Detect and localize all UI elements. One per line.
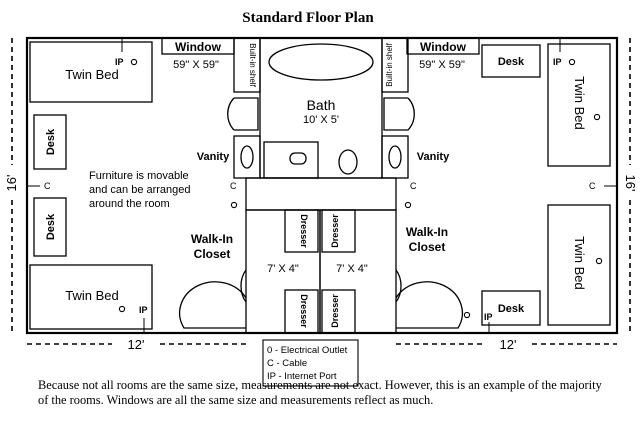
window-left-size: 59" X 59": [173, 59, 219, 71]
vanity-left-label: Vanity: [197, 151, 230, 163]
vanity-left-basin: [240, 145, 254, 169]
furniture-note-line-1: Furniture is movable: [89, 170, 189, 182]
twin-bed-bottom-right: [547, 204, 611, 326]
legend-electrical: 0 - Electrical Outlet: [267, 345, 348, 356]
dresser-left-top: [284, 209, 319, 253]
cable-label-hall-left: C: [230, 181, 237, 191]
hallway: [245, 177, 397, 211]
bathtub: [268, 43, 374, 81]
closet-left-label-2: Closet: [194, 247, 231, 261]
cable-label-left: C: [44, 181, 51, 191]
window-right-label: Window: [420, 40, 467, 54]
twin-bed-top-right: [547, 43, 611, 167]
legend-internet: IP - Internet Port: [267, 371, 337, 382]
dresser-left-bottom-label: Dresser: [299, 294, 309, 328]
furniture-note-line-2: and can be arranged: [89, 184, 191, 196]
twin-bed-bottom-right-label: Twin Bed: [572, 236, 587, 289]
window-right: Window: [406, 37, 480, 55]
bath-label: Bath: [307, 97, 336, 113]
dresser-left-top-label: Dresser: [299, 214, 309, 248]
door-swing-closet-left-inner: [240, 269, 247, 303]
sink-basin: [289, 152, 307, 165]
electrical-outlets: [118, 58, 603, 319]
desk-right-bottom-label: Desk: [498, 303, 525, 315]
ip-label-top-right: IP: [553, 57, 562, 67]
door-swing-upper-left: [227, 97, 259, 131]
built-in-shelf-left-label: Built-in shelf: [248, 43, 257, 87]
dimension-height-right: 16': [623, 175, 638, 192]
furniture-note-line-3: around the room: [89, 198, 170, 210]
bath-size: 10' X 5': [303, 114, 339, 126]
legend-box: [262, 339, 359, 387]
desk-left-upper: [33, 114, 67, 170]
dimension-lines: [11, 38, 631, 345]
desk-right-top-label: Desk: [498, 56, 525, 68]
closet-right-label-2: Closet: [409, 240, 446, 254]
dresser-right-top: [321, 209, 356, 253]
door-swing-upper-right: [383, 97, 415, 131]
twin-bed-top-left: [29, 41, 153, 103]
cable-label-right: C: [589, 181, 596, 191]
vanity-right: [381, 135, 409, 179]
vanity-right-basin: [388, 145, 402, 169]
desk-left-lower-label: Desk: [45, 213, 57, 240]
door-swing-closet-right: [395, 281, 463, 329]
plan-title: Standard Floor Plan: [242, 10, 374, 26]
outlet-markers: IP IP IP IP C C C C: [44, 57, 596, 322]
legend-cable: C - Cable: [267, 358, 307, 369]
dresser-right-bottom-label: Dresser: [330, 294, 340, 328]
closet-right-size: 7' X 4": [336, 263, 368, 275]
window-left-label: Window: [175, 40, 222, 54]
window-left: Window: [161, 37, 235, 55]
toilet: [338, 149, 358, 175]
twin-bed-top-left-label: Twin Bed: [65, 67, 118, 82]
outlet-ticks: [27, 38, 617, 333]
window-right-size: 59" X 59": [419, 59, 465, 71]
sink-cabinet: [263, 141, 319, 179]
dimension-height-left: 16': [4, 175, 19, 192]
built-in-shelf-right-label: Built-in shelf: [385, 42, 394, 86]
closet-left-label-1: Walk-In: [191, 232, 233, 246]
twin-bed-top-right-label: Twin Bed: [572, 76, 587, 129]
closet-right: [319, 209, 397, 334]
door-swing-closet-left: [179, 281, 247, 329]
closet-right-label-1: Walk-In: [406, 225, 448, 239]
dimension-width-right: 12': [500, 337, 517, 352]
desk-left-lower: [33, 197, 67, 257]
caption-note: Because not all rooms are the same size,…: [38, 378, 602, 407]
closet-left-size: 7' X 4": [267, 263, 299, 275]
cable-label-hall-right: C: [410, 181, 417, 191]
dimension-width-left: 12': [128, 337, 145, 352]
vanity-left: [233, 135, 261, 179]
desk-right-top: [481, 44, 541, 78]
ip-label-bottom-left: IP: [139, 305, 148, 315]
ip-label-bottom-right: IP: [484, 312, 493, 322]
vanity-right-label: Vanity: [417, 151, 450, 163]
ip-label-top-left: IP: [115, 57, 124, 67]
door-swing-closet-right-inner: [395, 269, 402, 303]
dresser-right-bottom: [321, 289, 356, 334]
desk-right-bottom: [481, 290, 541, 326]
twin-bed-bottom-left-label: Twin Bed: [65, 288, 118, 303]
desk-left-upper-label: Desk: [45, 128, 57, 155]
dresser-right-top-label: Dresser: [330, 214, 340, 248]
dresser-left-bottom: [284, 289, 319, 334]
twin-bed-bottom-left: [29, 264, 153, 330]
